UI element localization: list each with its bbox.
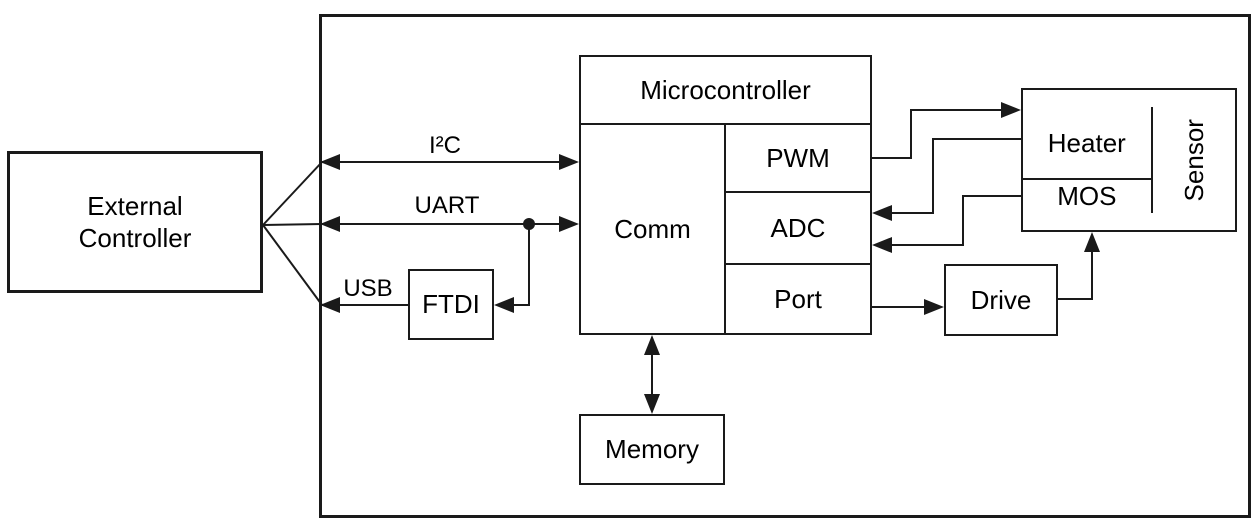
drive-label: Drive xyxy=(970,284,1032,315)
comm-block: Comm xyxy=(581,125,726,333)
i2c-label: I²C xyxy=(429,132,461,159)
mos-adc-seg2 xyxy=(962,195,964,246)
i2c-arrow-right-icon xyxy=(559,154,579,170)
usb-line xyxy=(322,304,408,306)
mcu-peripheral-column: PWM ADC Port xyxy=(726,125,870,333)
uart-label: UART xyxy=(414,192,480,219)
uart-ftdi-arrow-icon xyxy=(494,297,514,313)
mcu-body: Comm PWM ADC Port xyxy=(581,125,870,333)
mcu-title-label: Microcontroller xyxy=(640,74,811,105)
sensor-block: Sensor xyxy=(1153,119,1235,201)
pwm-block: PWM xyxy=(726,125,870,193)
mcu-title: Microcontroller xyxy=(581,57,870,125)
comm-memory-arrow-up-icon xyxy=(644,335,660,355)
memory-block: Memory xyxy=(579,414,725,485)
heater-block: Heater xyxy=(1023,107,1151,181)
heater-label: Heater xyxy=(1047,127,1126,158)
uart-arrow-right-icon xyxy=(559,216,579,232)
pwm-heater-seg1 xyxy=(872,157,912,159)
comm-memory-arrow-down-icon xyxy=(644,394,660,414)
mcu-block: Microcontroller Comm PWM ADC Port xyxy=(579,55,872,335)
usb-arrow-left-icon xyxy=(320,297,340,313)
usb-label: USB xyxy=(343,275,393,302)
heater-adc-seg2 xyxy=(932,138,934,214)
mos-adc-seg3 xyxy=(890,244,964,246)
ftdi-block: FTDI xyxy=(408,269,494,340)
mos-block: MOS xyxy=(1023,180,1151,213)
comm-memory-line xyxy=(651,350,653,398)
uart-ftdi-line-h xyxy=(510,304,530,306)
sensor-label: Sensor xyxy=(1178,118,1209,202)
adc-label: ADC xyxy=(770,212,826,243)
pwm-heater-seg3 xyxy=(910,109,1003,111)
uart-arrow-left-icon xyxy=(320,216,340,232)
external-controller-block: External Controller xyxy=(7,151,263,293)
comm-label: Comm xyxy=(614,213,691,244)
heater-mos-column: Heater MOS xyxy=(1023,107,1153,213)
heater-adc-seg1 xyxy=(932,138,1021,140)
port-label: Port xyxy=(774,283,822,314)
mos-adc-seg1 xyxy=(962,195,1021,197)
drive-mos-seg2 xyxy=(1091,249,1093,300)
drive-block: Drive xyxy=(944,264,1058,336)
adc-block: ADC xyxy=(726,193,870,265)
heater-adc-arrow-icon xyxy=(872,205,892,221)
i2c-arrow-left-icon xyxy=(320,154,340,170)
port-block: Port xyxy=(726,265,870,333)
ftdi-label: FTDI xyxy=(422,289,480,320)
external-controller-label: External Controller xyxy=(78,190,192,254)
i2c-line xyxy=(322,161,576,163)
pwm-heater-seg2 xyxy=(910,109,912,159)
pwm-label: PWM xyxy=(766,142,830,173)
port-drive-line xyxy=(872,306,926,308)
mos-adc-arrow-icon xyxy=(872,237,892,253)
uart-ftdi-line-v xyxy=(528,224,530,306)
uart-line xyxy=(322,223,576,225)
mos-label: MOS xyxy=(1057,181,1117,212)
port-drive-arrow-icon xyxy=(924,299,944,315)
pwm-heater-arrow-icon xyxy=(1001,102,1021,118)
drive-mos-arrow-icon xyxy=(1084,232,1100,252)
heater-mos-sensor-group: Heater MOS Sensor xyxy=(1021,88,1237,232)
memory-label: Memory xyxy=(605,434,699,465)
drive-mos-seg1 xyxy=(1058,298,1093,300)
heater-adc-seg3 xyxy=(890,212,934,214)
